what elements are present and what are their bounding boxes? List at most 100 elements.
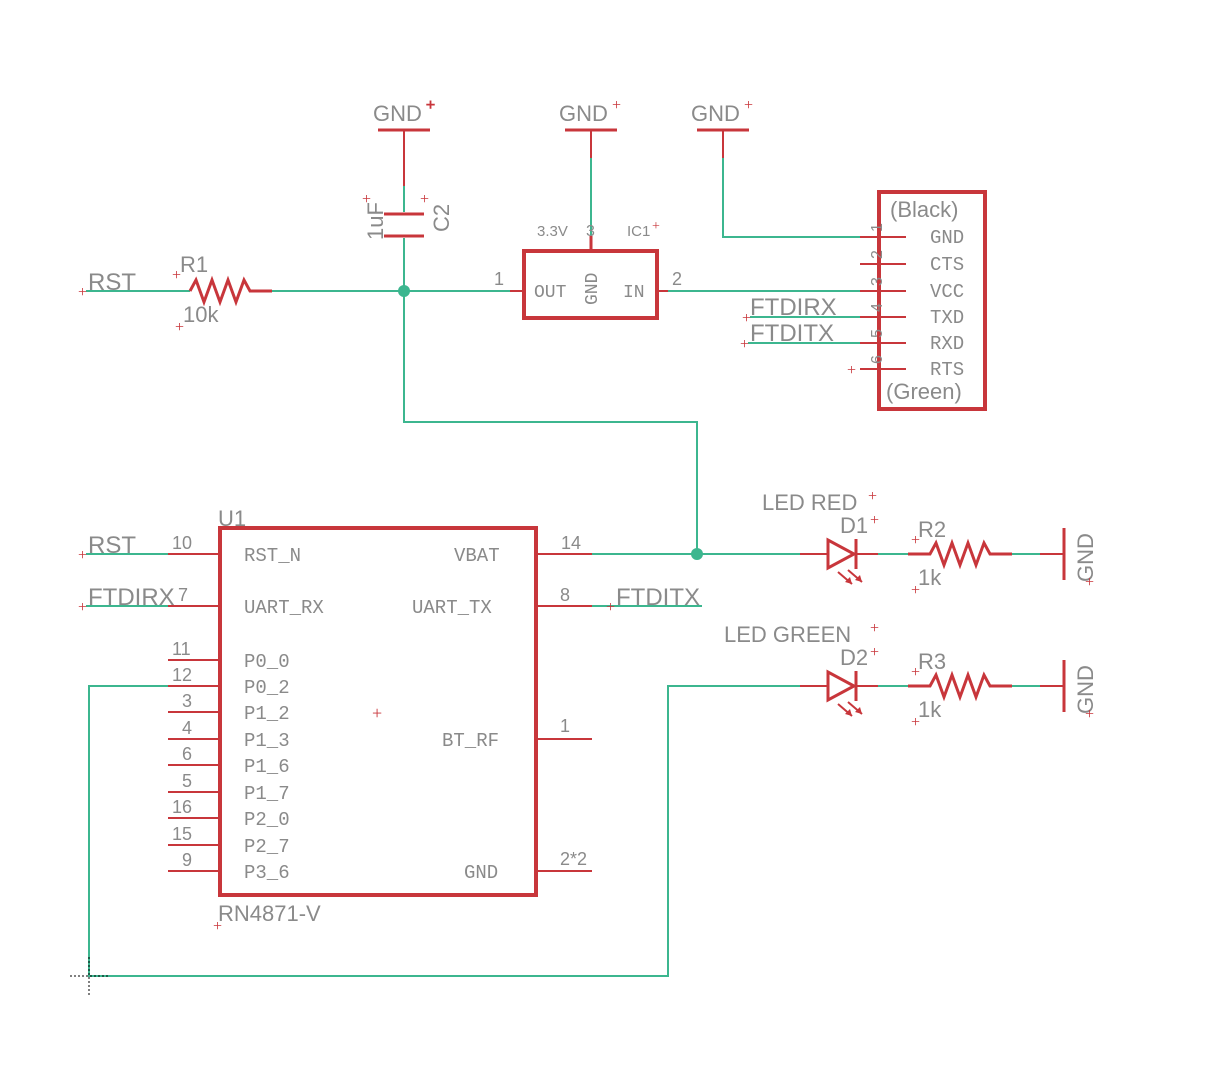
r1-value: 10k bbox=[183, 302, 219, 327]
net-label-rst: RST bbox=[88, 269, 136, 296]
u1-pin-name: P2_7 bbox=[244, 836, 290, 858]
gnd-label: GND bbox=[559, 101, 608, 126]
u1-pin-name: VBAT bbox=[454, 545, 500, 567]
origin-mark: + bbox=[612, 97, 621, 114]
d2-name: D2 bbox=[840, 645, 868, 670]
net-label-ftdirx-u1: FTDIRX bbox=[88, 584, 175, 611]
u1-pin-name: UART_TX bbox=[412, 597, 492, 619]
u1-pin-name: BT_RF bbox=[442, 730, 499, 752]
origin-mark: + bbox=[175, 319, 184, 336]
gnd-supply-5[interactable]: GND + bbox=[1040, 660, 1098, 723]
gnd-supply-1[interactable]: GND + bbox=[373, 97, 436, 158]
regulator-name: IC1 bbox=[627, 223, 650, 240]
header-pin-number: 6 bbox=[869, 355, 886, 364]
net-label-ftditx: FTDITX bbox=[750, 320, 834, 347]
u1-pin-name: P2_0 bbox=[244, 809, 290, 831]
u1-pin-number: 3 bbox=[182, 691, 192, 711]
gnd-supply-4[interactable]: GND + bbox=[1040, 528, 1098, 591]
regulator-ic1[interactable]: OUT IN GND 1 3 2 3.3V IC1 + bbox=[494, 219, 682, 320]
header-pin-number: 4 bbox=[869, 303, 886, 312]
u1-pin-number: 15 bbox=[172, 824, 192, 844]
led-d2[interactable]: LED GREEN D2 + + bbox=[724, 620, 879, 717]
header-pin-number: 3 bbox=[869, 277, 886, 286]
u1-pin-number: 14 bbox=[561, 533, 581, 553]
origin-mark: + bbox=[372, 703, 382, 723]
u1-pin-name: RST_N bbox=[244, 545, 301, 567]
origin-mark: + bbox=[740, 336, 749, 353]
ftdi-header[interactable]: (Black) (Green) GND CTS VCC TXD RXD RTS … bbox=[847, 190, 987, 411]
junction-dot bbox=[691, 548, 703, 560]
gnd-label: GND bbox=[373, 101, 422, 126]
capacitor-name: C2 bbox=[429, 204, 454, 232]
u1-pin-name: P1_6 bbox=[244, 756, 290, 778]
origin-mark: + bbox=[420, 191, 429, 208]
origin-mark: + bbox=[911, 532, 920, 549]
d2-value: LED GREEN bbox=[724, 622, 851, 647]
u1-pin-number: 12 bbox=[172, 665, 192, 685]
header-pin-name: RTS bbox=[930, 359, 964, 381]
header-pin-name: GND bbox=[930, 227, 964, 249]
origin-mark: + bbox=[870, 512, 879, 529]
net-label-rst-u1: RST bbox=[88, 532, 136, 559]
u1-pin-number: 1 bbox=[560, 716, 570, 736]
u1-pin-name: GND bbox=[464, 862, 498, 884]
origin-mark: + bbox=[172, 267, 181, 284]
header-pin-name: TXD bbox=[930, 307, 964, 329]
module-u1[interactable]: U1 RN4871-V + + RST_N UART_RX P0_0 P0_2 … bbox=[168, 506, 592, 935]
u1-pin-name: P1_3 bbox=[244, 730, 290, 752]
origin-mark: + bbox=[1085, 574, 1094, 591]
origin-mark: + bbox=[1085, 706, 1094, 723]
u1-pin-name: P0_2 bbox=[244, 677, 290, 699]
resistor-r2[interactable]: R2 1k + + bbox=[908, 517, 1012, 599]
origin-mark: + bbox=[606, 599, 615, 616]
header-top-label: (Black) bbox=[890, 197, 958, 222]
u1-value: RN4871-V bbox=[218, 901, 321, 926]
u1-pin-number: 4 bbox=[182, 718, 192, 738]
u1-pin-name: UART_RX bbox=[244, 597, 324, 619]
origin-mark: + bbox=[744, 97, 753, 114]
header-pin-name: VCC bbox=[930, 281, 964, 303]
resistor-r3[interactable]: R3 1k + + bbox=[908, 649, 1012, 731]
capacitor-c2[interactable]: 1uF C2 + + bbox=[362, 158, 454, 240]
regulator-pin-in: IN bbox=[623, 283, 645, 303]
r2-value: 1k bbox=[918, 565, 942, 590]
origin-mark: + bbox=[870, 620, 879, 637]
origin-mark: + bbox=[911, 714, 920, 731]
origin-mark: + bbox=[78, 599, 87, 616]
gnd-supply-3[interactable]: GND + bbox=[691, 97, 753, 158]
net-label-ftditx-u1: FTDITX bbox=[616, 584, 700, 611]
u1-pin-name: P1_2 bbox=[244, 703, 290, 725]
header-pin-number: 1 bbox=[869, 223, 886, 232]
r3-name: R3 bbox=[918, 649, 946, 674]
regulator-pin-number-out: 1 bbox=[494, 269, 504, 289]
u1-pin-name: P0_0 bbox=[244, 651, 290, 673]
origin-mark: + bbox=[742, 310, 751, 327]
header-pin-number: 2 bbox=[869, 250, 886, 259]
origin-mark: + bbox=[911, 582, 920, 599]
u1-pin-number: 10 bbox=[172, 533, 192, 553]
origin-mark: + bbox=[652, 219, 660, 234]
header-pin-name: RXD bbox=[930, 333, 964, 355]
u1-pin-number: 2*2 bbox=[560, 849, 587, 869]
regulator-value: 3.3V bbox=[537, 223, 568, 240]
led-d1[interactable]: LED RED D1 + + bbox=[762, 488, 879, 585]
origin-mark: + bbox=[911, 664, 920, 681]
u1-pin-number: 9 bbox=[182, 850, 192, 870]
gnd-label: GND bbox=[691, 101, 740, 126]
u1-pin-number: 8 bbox=[560, 585, 570, 605]
regulator-pin-out: OUT bbox=[534, 283, 567, 303]
d1-value: LED RED bbox=[762, 490, 857, 515]
origin-mark: + bbox=[847, 362, 856, 379]
capacitor-value: 1uF bbox=[363, 202, 388, 240]
u1-pin-name: P3_6 bbox=[244, 862, 290, 884]
crosshair-cursor-icon bbox=[70, 957, 108, 996]
u1-name: U1 bbox=[218, 506, 246, 531]
origin-mark: + bbox=[78, 284, 87, 301]
gnd-supply-2[interactable]: GND + bbox=[559, 97, 621, 158]
u1-pin-number: 11 bbox=[172, 639, 191, 659]
origin-mark: + bbox=[78, 547, 87, 564]
origin-mark: + bbox=[362, 191, 371, 208]
regulator-pin-number-gnd: 3 bbox=[586, 223, 595, 240]
resistor-r1[interactable]: R1 10k + + bbox=[172, 252, 272, 336]
